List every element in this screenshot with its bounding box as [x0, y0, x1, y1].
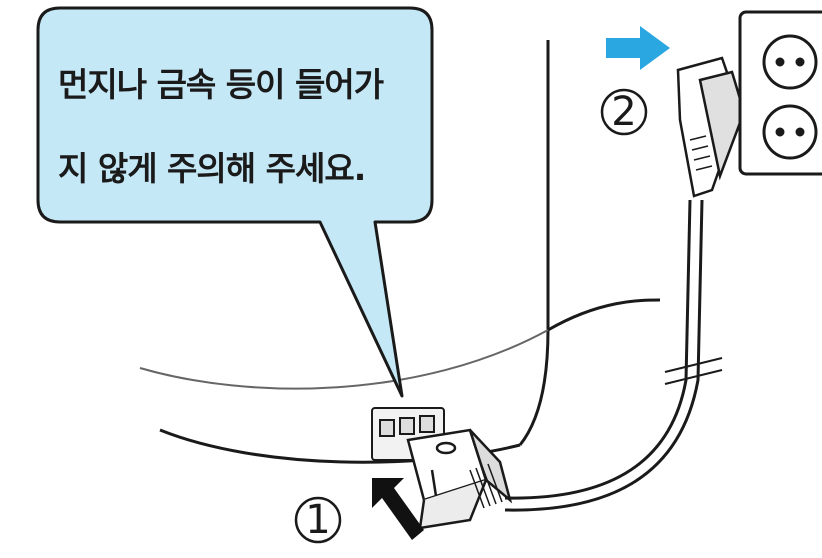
step-2-circle: [600, 88, 648, 136]
appliance-connector: [406, 428, 513, 530]
speech-bubble: [36, 6, 434, 398]
callout-line-2: 지 않게 주의해 주세요.: [58, 149, 366, 188]
push-arrow-icon: [372, 478, 424, 540]
appliance-socket: [371, 407, 445, 461]
step-1-label: 1: [305, 497, 331, 543]
appliance-body: [139, 40, 661, 464]
callout-line-1: 먼지나 금속 등이 들어가: [58, 65, 384, 104]
wall-socket: [738, 10, 822, 176]
step-2-label: 2: [611, 89, 637, 135]
plug-in-arrow-icon: [606, 26, 670, 70]
power-cord: [504, 199, 723, 512]
step-1-circle: [294, 496, 342, 544]
